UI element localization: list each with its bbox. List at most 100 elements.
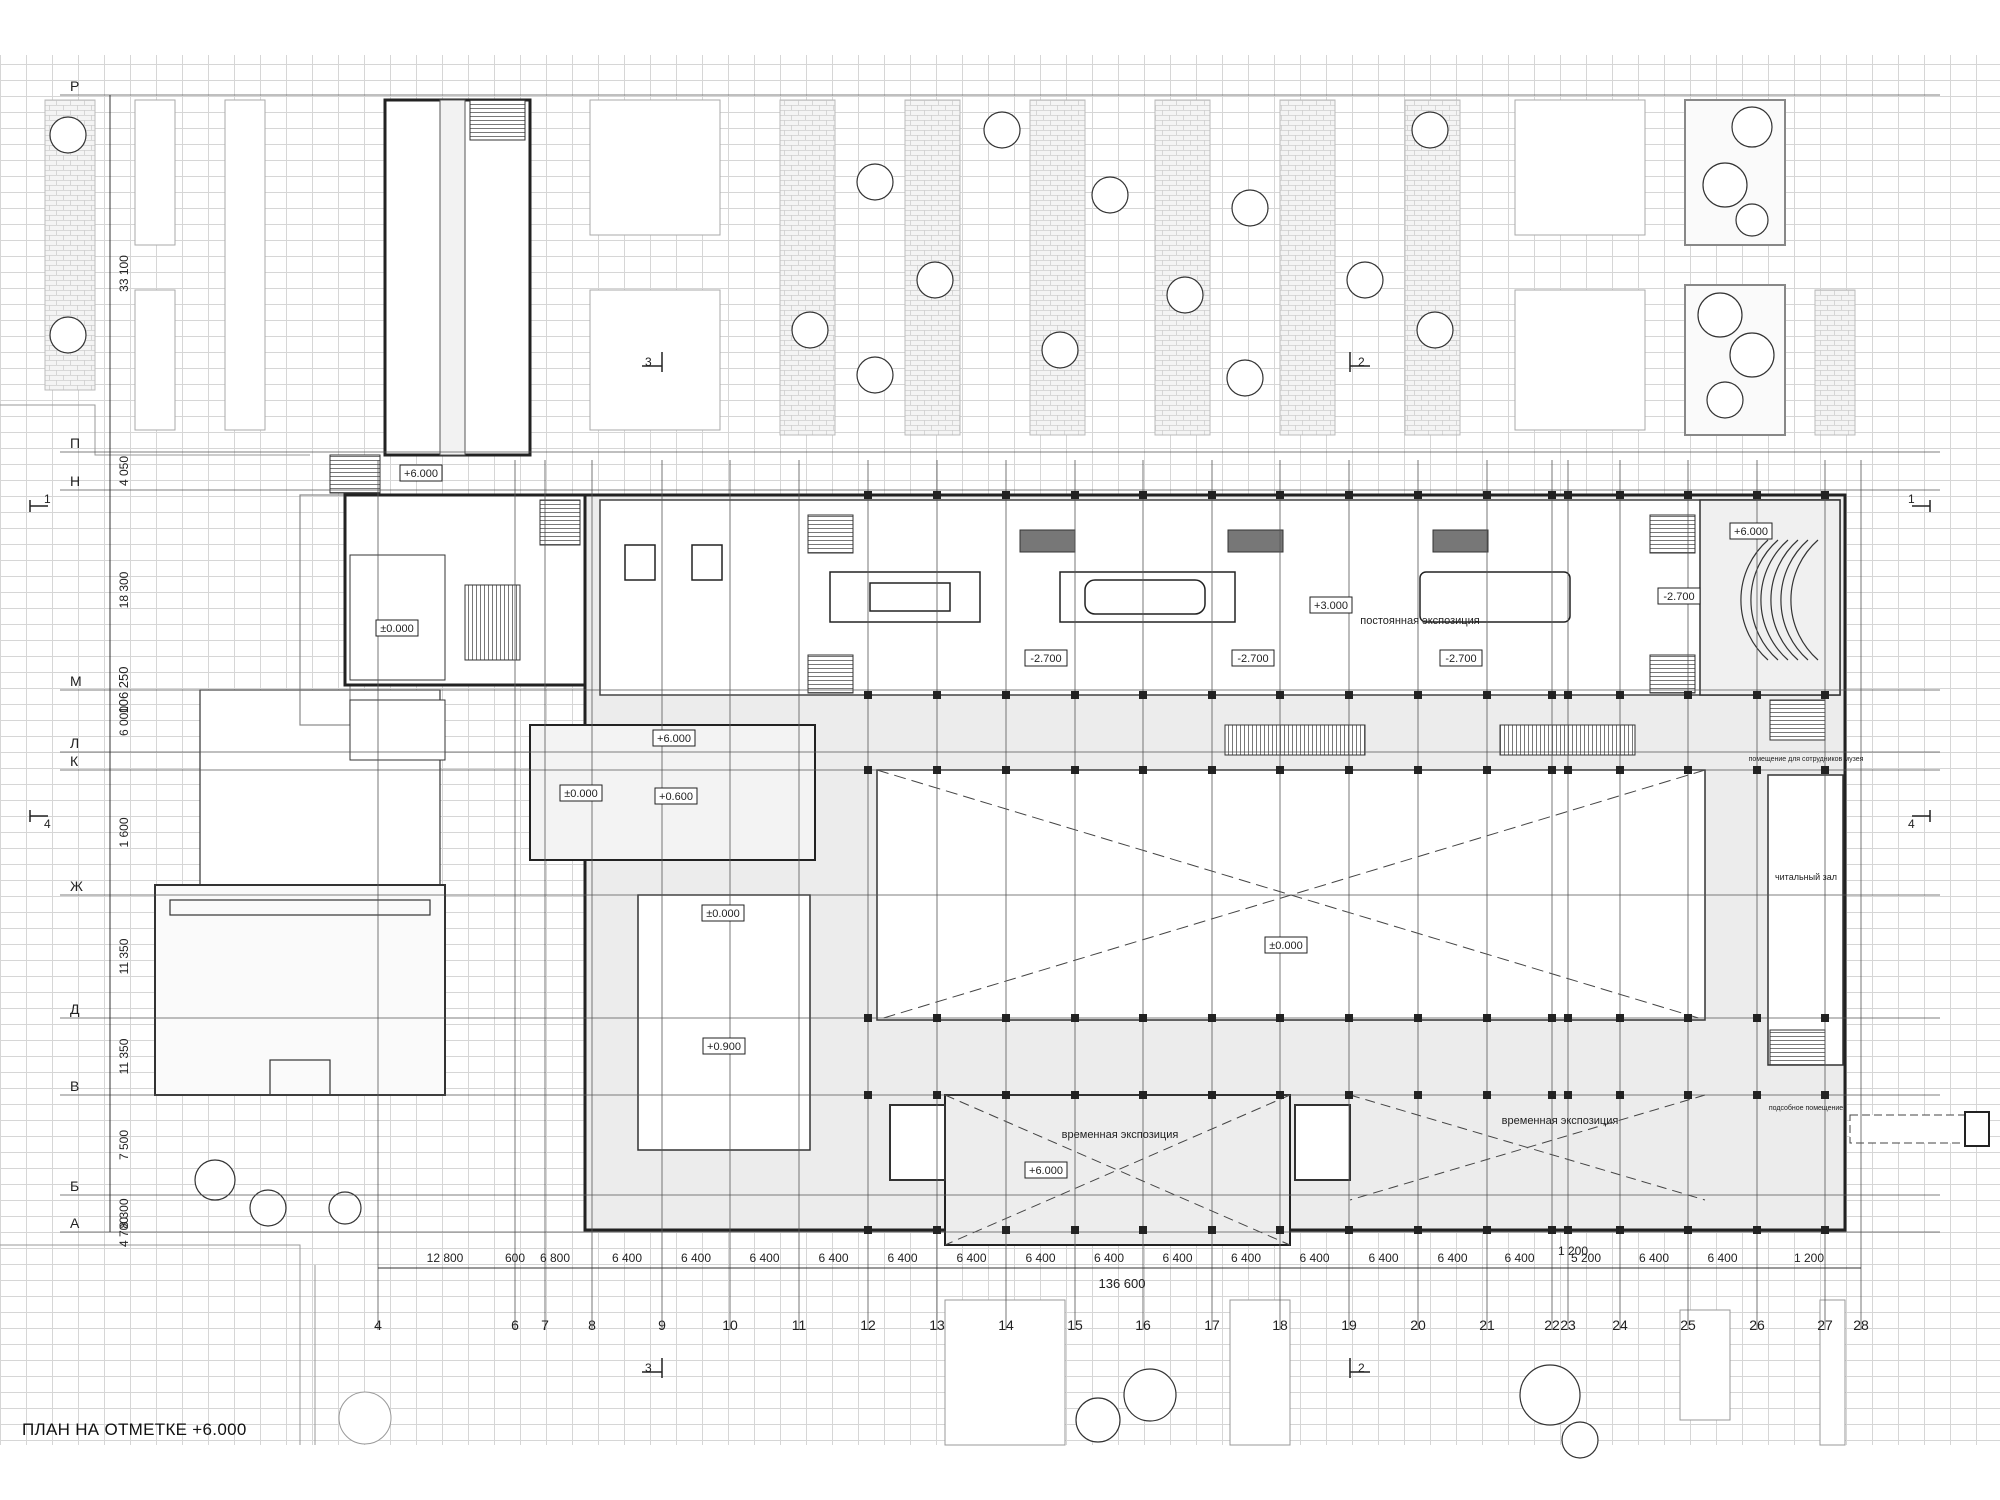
- row-axis-label: Б: [70, 1178, 79, 1194]
- tree-icon: [1731, 106, 1773, 148]
- level-temp-expo: +6.000: [1029, 1165, 1063, 1177]
- section-mark-2-top: [1349, 352, 1370, 372]
- structural-column: [1564, 1014, 1572, 1022]
- row-axis-label: Н: [70, 473, 80, 489]
- structural-column: [1276, 1091, 1284, 1099]
- tree-icon: [1123, 1368, 1177, 1422]
- structural-column: [1139, 766, 1147, 774]
- structural-column: [864, 1091, 872, 1099]
- structural-column: [1208, 491, 1216, 499]
- column-dimension: 6 400: [1707, 1251, 1737, 1265]
- column-axis-label: 13: [929, 1317, 945, 1333]
- structural-column: [1139, 1226, 1147, 1234]
- structural-column: [1548, 491, 1556, 499]
- level-expo-2: -2.700: [1237, 653, 1268, 665]
- row-dimension: 18 300: [117, 571, 131, 608]
- escalator: [1224, 724, 1366, 756]
- structural-column: [1548, 691, 1556, 699]
- tree-icon: [1697, 292, 1743, 338]
- row-dimension: 11 350: [117, 938, 131, 974]
- row-dimension: 6 000: [117, 706, 131, 736]
- structural-column: [1616, 491, 1624, 499]
- column-dimension: 6 400: [956, 1251, 986, 1265]
- staircase: [1649, 514, 1696, 554]
- structural-column: [933, 1091, 941, 1099]
- structural-column: [1071, 1091, 1079, 1099]
- column-dimension: 12 800: [427, 1251, 464, 1265]
- trees: [49, 106, 1775, 1459]
- label-utility-room: подсобное помещение: [1769, 1104, 1843, 1112]
- exhibit-machine: [691, 544, 723, 581]
- section-mark-4-right: [1912, 810, 1931, 822]
- fountain: [338, 1391, 392, 1445]
- structural-column: [1821, 491, 1829, 499]
- staircase: [1769, 1029, 1826, 1066]
- section-label: 2: [1358, 355, 1365, 369]
- brick-strip: [1814, 289, 1856, 436]
- tree-icon: [983, 111, 1021, 149]
- structural-column: [1276, 766, 1284, 774]
- structural-column: [1483, 766, 1491, 774]
- column-dimension: 6 400: [681, 1251, 711, 1265]
- structural-column: [1002, 1226, 1010, 1234]
- row-axis-label: Р: [70, 78, 79, 94]
- staircase: [1649, 654, 1696, 694]
- structural-column: [1564, 1226, 1572, 1234]
- tree-icon: [49, 316, 87, 354]
- column-axis-label: 27: [1817, 1317, 1833, 1333]
- column-axis-label: 8: [588, 1317, 596, 1333]
- level-main-hall: ±0.000: [1269, 940, 1303, 952]
- structural-column: [1564, 1091, 1572, 1099]
- level-hall-left: ±0.000: [380, 623, 414, 635]
- row-axis-label: К: [70, 753, 79, 769]
- tree-icon: [249, 1189, 287, 1227]
- tree-icon: [1706, 381, 1744, 419]
- row-dimension: 1 600: [117, 817, 131, 847]
- structural-column: [1564, 691, 1572, 699]
- row-axis-label: Л: [70, 735, 79, 751]
- structural-column: [864, 491, 872, 499]
- structural-column: [1345, 1226, 1353, 1234]
- tree-icon: [328, 1191, 362, 1225]
- row-dimension: 11 350: [117, 1038, 131, 1074]
- column-axis-label: 10: [722, 1317, 738, 1333]
- lift-core: [1294, 1104, 1351, 1181]
- exhibit-machine: [624, 544, 656, 581]
- level-gallery-top: +6.000: [657, 733, 691, 745]
- structural-column: [1483, 1226, 1491, 1234]
- row-axis-label: Ж: [70, 878, 83, 894]
- structural-column: [1483, 1014, 1491, 1022]
- structural-column: [1548, 1226, 1556, 1234]
- column-axis-label: 15: [1067, 1317, 1083, 1333]
- structural-column: [1821, 1014, 1829, 1022]
- column-axis-label: 25: [1680, 1317, 1696, 1333]
- column-dimension: 6 400: [1162, 1251, 1192, 1265]
- section-label: 3: [645, 355, 652, 369]
- staircase: [464, 584, 521, 661]
- label-temporary-exhibition-1: временная экспозиция: [1062, 1129, 1179, 1141]
- level-gallery-mid: +0.600: [659, 791, 693, 803]
- bridge: [1849, 1114, 1976, 1144]
- structural-column: [1345, 766, 1353, 774]
- structural-column: [1002, 1014, 1010, 1022]
- section-label: 3: [645, 1361, 652, 1375]
- structural-column: [1276, 1014, 1284, 1022]
- tree-icon: [1166, 276, 1204, 314]
- structural-column: [1483, 491, 1491, 499]
- structural-column: [933, 491, 941, 499]
- exhibits: [624, 544, 1571, 623]
- bench-strip: [589, 289, 721, 431]
- tree-icon: [1231, 189, 1269, 227]
- tree-icon: [916, 261, 954, 299]
- column-dimension: 6 400: [887, 1251, 917, 1265]
- bench-strip: [589, 99, 721, 236]
- tree-icon: [1226, 359, 1264, 397]
- structural-column: [1616, 1226, 1624, 1234]
- structural-column: [1483, 1091, 1491, 1099]
- structural-column: [1139, 1014, 1147, 1022]
- tree-icon: [1416, 311, 1454, 349]
- column-axis-label: 20: [1410, 1317, 1426, 1333]
- structural-column: [1345, 691, 1353, 699]
- row-dimension: 4 050: [117, 456, 131, 486]
